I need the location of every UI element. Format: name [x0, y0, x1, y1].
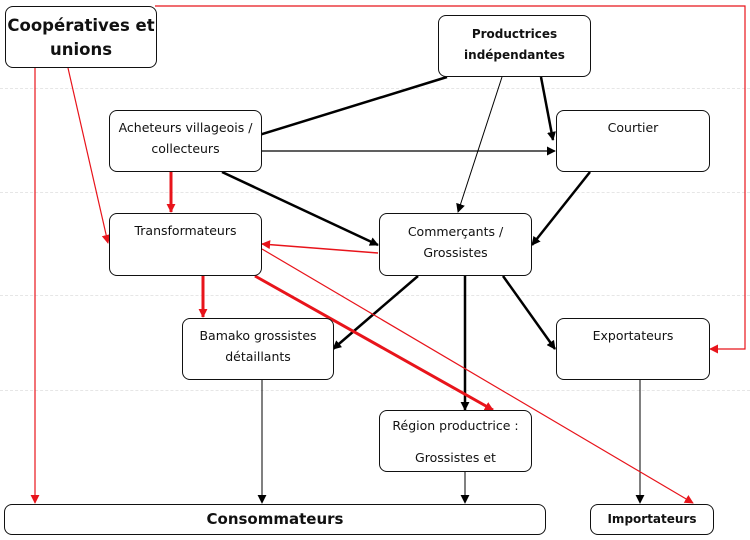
node-consommateurs: Consommateurs [4, 504, 546, 535]
node-commercants: Commerçants / Grossistes [379, 213, 532, 276]
node-region-label: Région productrice : Grossistes et [392, 418, 519, 465]
node-transformateurs-label: Transformateurs [134, 223, 237, 238]
node-exportateurs: Exportateurs [556, 318, 710, 380]
node-acheteurs: Acheteurs villageois / collecteurs [109, 110, 262, 172]
background-guide-line [0, 295, 750, 296]
node-region: Région productrice : Grossistes et [379, 410, 532, 472]
node-productrices: Productrices indépendantes [438, 15, 591, 77]
node-bamako: Bamako grossistes détaillants [182, 318, 334, 380]
node-transformateurs: Transformateurs [109, 213, 262, 276]
arrow-acheteurs-to-commercants [221, 170, 379, 247]
arrow-commercants-to-exportateurs [501, 275, 557, 350]
arrow-transformateurs-to-region [254, 274, 494, 412]
node-cooperatives: Coopératives et unions [5, 6, 157, 68]
node-importateurs-label: Importateurs [607, 512, 697, 526]
background-guide-line [0, 390, 750, 391]
node-importateurs: Importateurs [590, 504, 714, 535]
arrow-productrices-to-courtier [539, 76, 556, 141]
node-exportateurs-label: Exportateurs [592, 328, 674, 343]
node-commercants-label: Commerçants / Grossistes [407, 224, 504, 260]
background-guide-line [0, 192, 750, 193]
arrow-productrices-to-acheteurs [242, 75, 448, 142]
arrow-commercants-to-bamako [332, 275, 419, 350]
node-bamako-label: Bamako grossistes détaillants [199, 328, 317, 364]
node-productrices-label: Productrices indépendantes [464, 27, 565, 62]
node-consommateurs-label: Consommateurs [206, 510, 344, 528]
arrow-transformateurs-to-importateurs [261, 248, 694, 504]
node-courtier-label: Courtier [607, 120, 659, 135]
node-courtier: Courtier [556, 110, 710, 172]
background-guide-line [0, 88, 750, 89]
arrow-cooperatives-to-transformateurs [67, 67, 111, 244]
arrow-commercants-to-transformateurs [261, 240, 379, 254]
node-acheteurs-label: Acheteurs villageois / collecteurs [118, 120, 253, 156]
arrow-courtier-to-commercants [531, 171, 591, 246]
arrow-productrices-to-commercants [456, 76, 503, 213]
arrow-cooperatives-to-exportateurs [155, 5, 746, 354]
node-cooperatives-label: Coopératives et unions [7, 16, 155, 59]
